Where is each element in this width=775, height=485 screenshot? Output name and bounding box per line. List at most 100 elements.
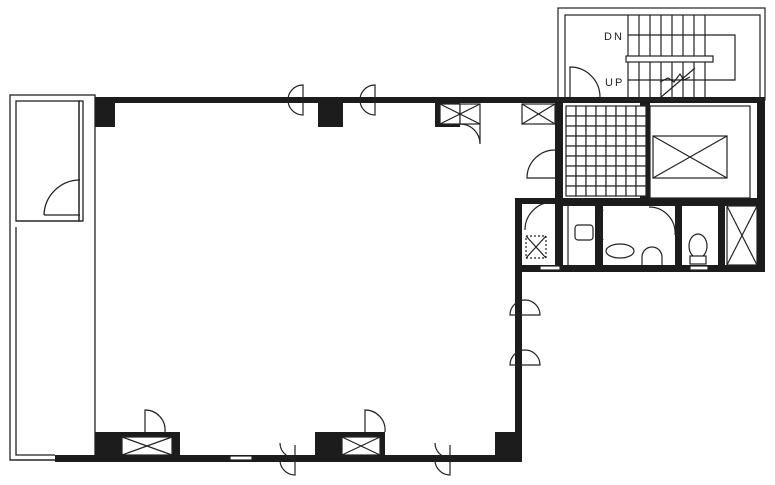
- restroom-fixtures: [525, 206, 708, 265]
- door[interactable]: [569, 66, 601, 98]
- floor-tile: [565, 105, 577, 117]
- floor-tile: [595, 165, 607, 177]
- door[interactable]: [279, 442, 296, 476]
- door[interactable]: [509, 349, 541, 366]
- floor-tile: [615, 125, 627, 137]
- floor-tile: [575, 125, 587, 137]
- floor-tile: [595, 135, 607, 147]
- floor-tile: [565, 175, 577, 187]
- floor-tile: [635, 115, 647, 127]
- door[interactable]: [364, 409, 386, 433]
- floor-tile: [615, 185, 627, 197]
- floor-tile: [565, 145, 577, 157]
- floor-tile: [625, 175, 637, 187]
- floor-tile: [575, 145, 587, 157]
- floor-tile: [585, 135, 597, 147]
- door[interactable]: [144, 409, 166, 433]
- floor-tile: [635, 135, 647, 147]
- balcony-door[interactable]: [43, 179, 81, 216]
- floor-tile: [605, 135, 617, 147]
- floor-tile: [615, 155, 627, 167]
- floor-tile: [635, 105, 647, 117]
- floor-tile: [585, 115, 597, 127]
- floor-tile: [595, 105, 607, 117]
- stair-up-label: UP: [605, 77, 624, 89]
- floor-tile: [585, 185, 597, 197]
- stair-down-label: DN: [604, 31, 624, 43]
- floor-tile: [605, 145, 617, 157]
- floor-tile: [565, 125, 577, 137]
- elevator: [649, 105, 751, 199]
- floor-tile: [575, 135, 587, 147]
- balcony: [9, 94, 96, 461]
- door[interactable]: [598, 209, 604, 241]
- elevator-hall-tiles: [565, 105, 647, 197]
- floor-tile: [575, 165, 587, 177]
- floor-tile: [605, 105, 617, 117]
- floor-tile: [585, 125, 597, 137]
- floor-tile: [605, 125, 617, 137]
- floor-tile: [625, 125, 637, 137]
- floor-tile: [565, 185, 577, 197]
- floor-tile: [635, 155, 647, 167]
- floor-tile: [615, 145, 627, 157]
- floor-tile: [615, 105, 627, 117]
- door[interactable]: [524, 201, 554, 231]
- floor-tile: [595, 185, 607, 197]
- floor-tile: [575, 105, 587, 117]
- door[interactable]: [434, 442, 451, 476]
- floor-tile: [585, 145, 597, 157]
- floor-tile: [625, 135, 637, 147]
- door[interactable]: [459, 123, 481, 145]
- floor-tile: [625, 105, 637, 117]
- floor-tile: [635, 145, 647, 157]
- floor-tile: [595, 145, 607, 157]
- floor-tile: [625, 185, 637, 197]
- floor-tile: [575, 175, 587, 187]
- floor-tile: [625, 115, 637, 127]
- door[interactable]: [287, 84, 304, 116]
- floor-tile: [615, 135, 627, 147]
- column: [495, 432, 522, 462]
- floor-tile: [575, 155, 587, 167]
- floor-tile: [585, 175, 597, 187]
- floor-tile: [605, 115, 617, 127]
- door[interactable]: [648, 206, 676, 236]
- floor-tile: [575, 185, 587, 197]
- floor-tile: [605, 165, 617, 177]
- floor-tile: [635, 165, 647, 177]
- floor-tile: [565, 165, 577, 177]
- door[interactable]: [526, 149, 556, 179]
- door[interactable]: [509, 299, 541, 316]
- floor-tile: [565, 155, 577, 167]
- floor-tile: [585, 105, 597, 117]
- floor-tile: [615, 115, 627, 127]
- floor-tile: [595, 175, 607, 187]
- floor-tile: [605, 175, 617, 187]
- door[interactable]: [359, 84, 376, 116]
- floor-tile: [595, 125, 607, 137]
- column: [318, 97, 343, 127]
- doors: [144, 66, 709, 476]
- floor-tile: [615, 175, 627, 187]
- floor-tile: [585, 155, 597, 167]
- floor-tile: [565, 135, 577, 147]
- floor-tile: [635, 125, 647, 137]
- floor-tile: [595, 155, 607, 167]
- duct-shaft: [121, 103, 758, 456]
- toilet: [688, 233, 708, 259]
- staircase: [557, 7, 766, 101]
- floor-tile: [605, 155, 617, 167]
- floor-tile: [625, 155, 637, 167]
- floor-tile: [585, 165, 597, 177]
- floor-tile: [565, 115, 577, 127]
- floor-tile: [615, 165, 627, 177]
- floor-tile: [625, 165, 637, 177]
- floor-tile: [635, 175, 647, 187]
- floor-tile: [595, 115, 607, 127]
- floor-tile: [605, 185, 617, 197]
- floor-tile: [635, 185, 647, 197]
- floor-tile: [575, 115, 587, 127]
- floor-tile: [625, 145, 637, 157]
